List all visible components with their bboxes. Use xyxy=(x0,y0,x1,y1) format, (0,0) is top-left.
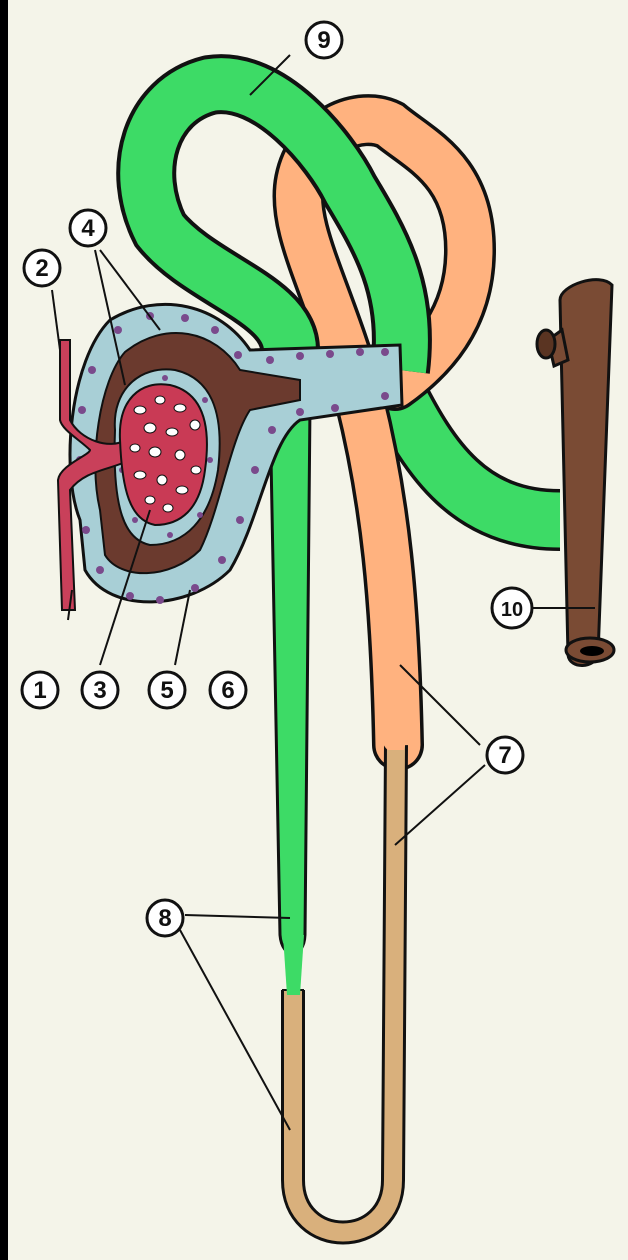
label-7-text: 7 xyxy=(498,742,511,769)
label-8: 8 xyxy=(147,900,183,936)
label-9: 9 xyxy=(306,22,342,58)
label-4-text: 4 xyxy=(81,215,95,242)
label-6-text: 6 xyxy=(221,677,234,704)
label-1-text: 1 xyxy=(33,677,46,704)
label-1: 1 xyxy=(22,672,58,708)
label-8-text: 8 xyxy=(158,905,171,932)
label-10: 10 xyxy=(492,588,532,628)
left-frame xyxy=(0,0,8,1260)
label-3: 3 xyxy=(82,672,118,708)
label-5: 5 xyxy=(149,672,185,708)
label-2: 2 xyxy=(24,250,60,286)
label-3-text: 3 xyxy=(93,677,106,704)
glomerulus xyxy=(120,384,207,525)
label-7: 7 xyxy=(487,737,523,773)
label-2-text: 2 xyxy=(35,255,48,282)
label-9-text: 9 xyxy=(317,27,330,54)
label-10-text: 10 xyxy=(501,599,523,621)
label-5-text: 5 xyxy=(160,677,173,704)
label-6: 6 xyxy=(210,672,246,708)
label-4: 4 xyxy=(70,210,106,246)
